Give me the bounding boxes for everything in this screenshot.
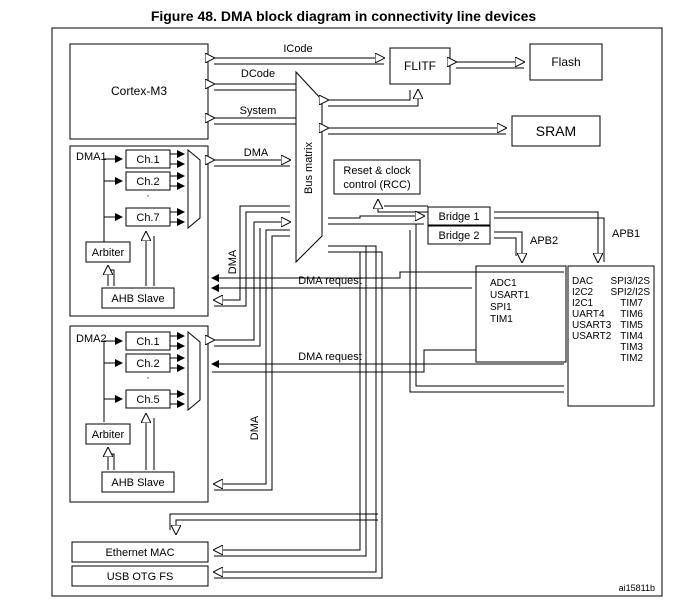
svg-text:·: ·	[146, 190, 150, 202]
apb1-periph-left-3: UART4	[572, 309, 605, 320]
dma-request-2: DMA request	[211, 349, 564, 373]
svg-text:Ch.1: Ch.1	[136, 154, 159, 166]
cortex-block: Cortex-M3	[69, 43, 209, 140]
svg-text:SRAM: SRAM	[536, 123, 576, 139]
dma2-label: DMA2	[76, 333, 107, 345]
apb2-bus: APB2	[494, 231, 558, 262]
dcode-label: DCode	[241, 68, 275, 80]
dma-bus-label: DMA	[244, 147, 269, 159]
apb1-periph-left-2: I2C1	[572, 298, 594, 309]
rcc-block: Reset & clock control (RCC)	[333, 159, 421, 195]
ethernet-dma-bus	[176, 519, 378, 534]
svg-text:Ch.2: Ch.2	[136, 358, 159, 370]
dma1-arbiter	[85, 241, 131, 263]
cortex-label: Cortex-M3	[111, 84, 167, 98]
apb1-periph-right-5: TIM4	[620, 331, 643, 342]
dcode-bus: DCode	[214, 68, 296, 91]
apb1-periph-right-6: TIM3	[620, 342, 643, 353]
bridge-left-drop-2	[409, 230, 564, 393]
svg-text:AHB Slave: AHB Slave	[111, 477, 164, 489]
ethernet-dma-bus-2	[169, 513, 378, 530]
usb-block: USB OTG FS	[71, 565, 209, 587]
svg-text:Ch.7: Ch.7	[136, 212, 159, 224]
apb2-periph-2: SPI1	[490, 302, 512, 313]
dma1-bus: DMA	[214, 147, 290, 167]
svg-text:Ethernet MAC: Ethernet MAC	[105, 547, 174, 559]
dma2-ahb-slave	[101, 471, 175, 493]
dma-vertical-1-label: DMA	[227, 249, 239, 274]
apb1-periph-right-0: SPI3/I2S	[611, 276, 651, 287]
svg-text:Ch.1: Ch.1	[136, 336, 159, 348]
dma1-ch1	[125, 149, 171, 169]
bridge1-block: Bridge 1	[427, 206, 491, 226]
svg-text:Arbiter: Arbiter	[92, 247, 125, 259]
apb1-periph-right-4: TIM5	[620, 320, 643, 331]
dma-request-2-label: DMA request	[298, 351, 362, 363]
apb2-periph-3: TIM1	[490, 314, 513, 325]
apb1-periph-left-1: I2C2	[572, 287, 594, 298]
flitf-flash-bus	[456, 62, 524, 69]
apb1-label: APB1	[612, 228, 640, 240]
bridge-left-drop	[415, 224, 564, 387]
apb2-peripherals-block: ADC1 USART1 SPI1 TIM1	[475, 265, 567, 363]
dma1-ahb-slave	[101, 287, 175, 309]
apb1-periph-left-5: USART2	[572, 331, 612, 342]
dma1-block: DMA1 Ch.1 Ch.2 · Ch.7 Arbiter AHB Slave	[69, 145, 209, 317]
apb1-periph-left-0: DAC	[572, 276, 593, 287]
sram-block: SRAM	[511, 115, 601, 147]
apb2-periph-0: ADC1	[490, 278, 517, 289]
apb1-periph-left-4: USART3	[572, 320, 612, 331]
dma-vertical-2-label: DMA	[249, 415, 261, 440]
figure-title: Figure 48. DMA block diagram in connecti…	[150, 8, 537, 24]
flitf-block: FLITF	[389, 47, 451, 85]
apb2-label: APB2	[530, 235, 558, 247]
apb1-periph-right-2: TIM7	[620, 298, 643, 309]
bridge2-block: Bridge 2	[427, 225, 491, 245]
system-bus: System	[214, 105, 296, 125]
svg-text:Bridge 2: Bridge 2	[439, 230, 480, 242]
bridge-rcc-bus	[378, 200, 428, 213]
ethernet-block: Ethernet MAC	[71, 541, 209, 563]
figure-id: ai15811b	[619, 583, 655, 593]
apb1-periph-right-3: TIM6	[620, 309, 643, 320]
dma2-bus	[214, 222, 290, 347]
svg-text:USB OTG FS: USB OTG FS	[107, 571, 174, 583]
matrix-sram-bus	[328, 128, 506, 135]
svg-text:Flash: Flash	[551, 55, 580, 69]
flash-block: Flash	[529, 43, 603, 81]
svg-text:Ch.2: Ch.2	[136, 176, 159, 188]
dma1-label: DMA1	[76, 151, 107, 163]
apb1-periph-right-1: SPI2/I2S	[611, 287, 651, 298]
bus-matrix: Bus matrix	[295, 70, 323, 264]
apb1-bus: APB1	[494, 211, 640, 262]
dma2-ch1	[125, 331, 171, 351]
svg-text:Reset & clock: Reset & clock	[343, 165, 411, 177]
peripheral-bus-right	[214, 245, 383, 579]
matrix-bridge-bus	[328, 216, 424, 218]
svg-text:FLITF: FLITF	[404, 59, 436, 73]
svg-text:Ch.5: Ch.5	[136, 394, 159, 406]
svg-text:Arbiter: Arbiter	[92, 429, 125, 441]
svg-text:·: ·	[146, 372, 150, 384]
dma1-ch2	[125, 171, 171, 191]
dma2-block: DMA2 Ch.1 Ch.2 · Ch.5 Arbiter AHB Slave	[69, 325, 209, 503]
icode-label: ICode	[283, 43, 312, 55]
apb2-periph-1: USART1	[490, 290, 530, 301]
svg-text:Bridge 1: Bridge 1	[439, 211, 480, 223]
dma-request-1-label: DMA request	[298, 275, 362, 287]
svg-text:AHB Slave: AHB Slave	[111, 293, 164, 305]
apb1-peripherals-block: DAC I2C2 I2C1 UART4 USART3 USART2 SPI3/I…	[567, 265, 655, 407]
system-label: System	[240, 105, 277, 117]
matrix-flitf-bus	[328, 90, 418, 107]
svg-text:control (RCC): control (RCC)	[343, 179, 410, 191]
dma2-ch5	[125, 389, 171, 409]
bus-matrix-label: Bus matrix	[303, 142, 315, 194]
icode-bus: ICode	[214, 43, 384, 65]
dma2-ch2	[125, 353, 171, 373]
apb1-periph-right-7: TIM2	[620, 353, 643, 364]
dma1-ch7	[125, 207, 171, 227]
dma2-arbiter	[85, 423, 131, 445]
